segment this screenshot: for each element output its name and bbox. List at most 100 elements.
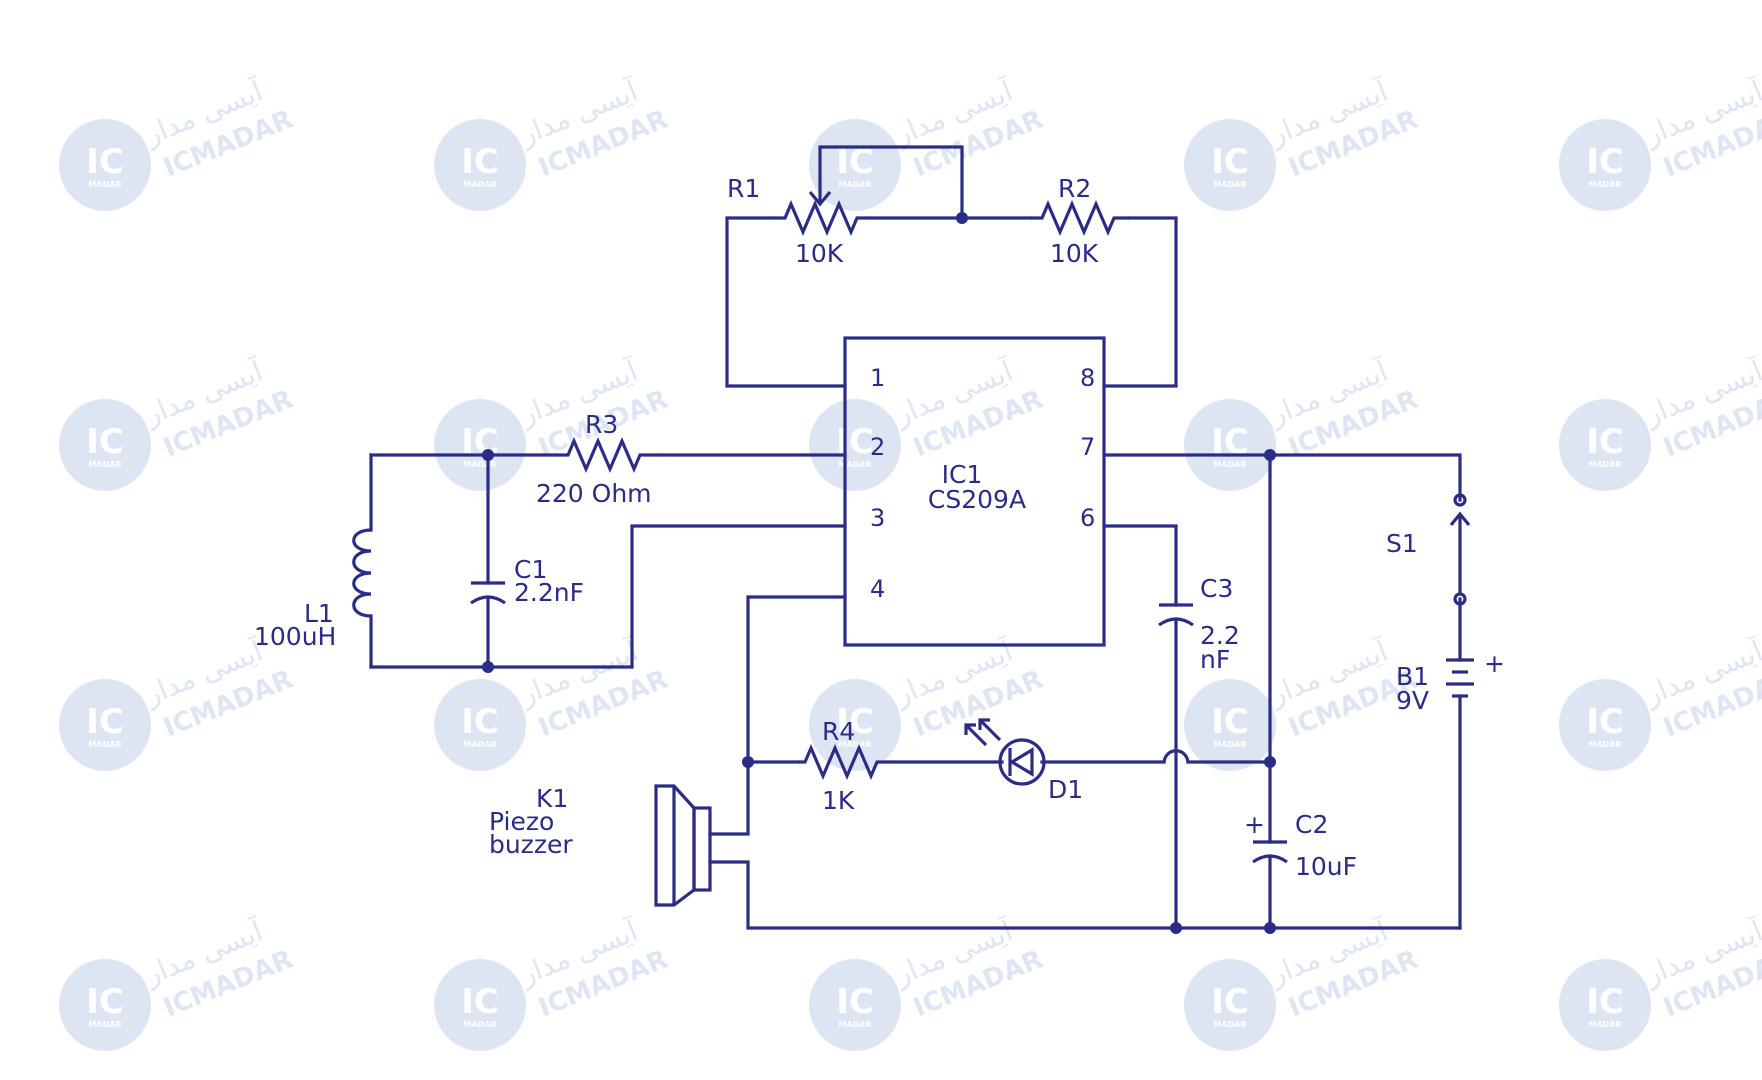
watermark-logo-sub: MADAR	[463, 180, 496, 189]
watermark-logo-sub: MADAR	[1213, 740, 1246, 749]
ic1-pin-8: 8	[1080, 364, 1095, 392]
watermark-logo-icon	[809, 679, 901, 771]
watermark-logo-icon	[809, 399, 901, 491]
led-d1-ray-1	[978, 718, 1002, 742]
watermark-logo-sub: MADAR	[838, 1020, 871, 1029]
watermark-logo-icon	[1184, 679, 1276, 771]
resistor-r3: R3 220 Ohm	[536, 410, 660, 508]
watermark-logo-icon	[59, 679, 151, 771]
capacitor-c3-plate-bottom	[1158, 617, 1194, 627]
watermark-logo-icon	[59, 119, 151, 211]
wires	[369, 145, 1462, 930]
watermark-logo-icon	[434, 959, 526, 1051]
watermark-logo-sub: MADAR	[1588, 1020, 1621, 1029]
watermark-logo-text: IC	[1211, 982, 1249, 1022]
led-d1-ray-1-head	[978, 718, 990, 730]
r1-value-label: 10K	[795, 239, 844, 268]
battery-b1: + B1 9V	[1396, 649, 1505, 715]
watermark-logo-text: IC	[1586, 142, 1624, 182]
c1-ref-label: C1	[514, 555, 547, 584]
watermark-logo-sub: MADAR	[463, 1020, 496, 1029]
watermark-logo-sub: MADAR	[1213, 180, 1246, 189]
watermark-logo-text: IC	[86, 422, 124, 462]
watermark-logo-sub: MADAR	[463, 740, 496, 749]
watermark-logo-icon	[434, 119, 526, 211]
resistor-r2-zigzag	[1030, 199, 1130, 237]
watermark-logo-sub: MADAR	[1588, 180, 1621, 189]
r4-value-label: 1K	[822, 786, 855, 815]
watermark-logo-text: IC	[461, 702, 499, 742]
watermark-logo-icon	[434, 679, 526, 771]
wire-pin4-net	[708, 595, 847, 836]
junction-r1-r2	[956, 212, 968, 224]
watermark-logo-text: IC	[86, 702, 124, 742]
watermark-logo-sub: MADAR	[88, 180, 121, 189]
led-d1: D1	[964, 718, 1083, 804]
watermark-logo-text: IC	[461, 982, 499, 1022]
led-d1-ray-2-head	[964, 723, 976, 735]
watermark-logo-text: IC	[1211, 702, 1249, 742]
watermark-logo-text: IC	[1586, 982, 1624, 1022]
r3-ref-label: R3	[585, 410, 618, 439]
watermark-logo-icon	[1559, 679, 1651, 771]
watermark-logo-icon	[59, 399, 151, 491]
watermark-logo-text: IC	[836, 702, 874, 742]
b1-value-label: 9V	[1396, 686, 1429, 715]
junction-c2-ground	[1264, 922, 1276, 934]
buzzer-k1: K1 Piezo buzzer	[489, 784, 712, 907]
watermark-logo-icon	[1559, 399, 1651, 491]
wire-r2-to-pin8	[1102, 216, 1178, 388]
b1-ref-label: B1	[1396, 662, 1429, 691]
ic1-part-label: CS209A	[928, 485, 1026, 514]
watermark-logo-sub: MADAR	[1213, 1020, 1246, 1029]
wire-bottom-rail-to-pin3	[369, 524, 847, 669]
switch-s1-arrow	[1449, 511, 1471, 527]
watermark-logo-icon	[1184, 119, 1276, 211]
watermark-logo-sub: MADAR	[1588, 740, 1621, 749]
inductor-l1-coil	[352, 528, 372, 618]
capacitor-c1-plate-bottom	[470, 595, 506, 605]
watermark-logo-sub: MADAR	[1213, 460, 1246, 469]
watermark-logo-text: IC	[1586, 422, 1624, 462]
watermark-logo-sub: MADAR	[88, 740, 121, 749]
watermark-logo-text: IC	[461, 142, 499, 182]
watermark-logo-icon	[1559, 119, 1651, 211]
r3-value-label: 220 Ohm	[536, 479, 652, 508]
resistor-r4-zigzag	[798, 743, 895, 781]
ic1-pin-7: 7	[1080, 433, 1095, 461]
resistor-r2: R2 10K	[1030, 174, 1130, 268]
watermark-logo-sub: MADAR	[838, 460, 871, 469]
watermark-logo-text: IC	[836, 982, 874, 1022]
capacitor-c1: C1 2.2nF	[470, 555, 584, 607]
wire-pin6-to-c3	[1102, 524, 1178, 607]
ic1-pin-1: 1	[870, 364, 885, 392]
resistor-r1-wiper-arrow	[808, 190, 832, 207]
wire-r1-wiper-loop	[818, 145, 964, 220]
junction-c1-bottom	[482, 661, 494, 673]
ic1-pin-4: 4	[870, 575, 885, 603]
d1-ref-label: D1	[1048, 775, 1083, 804]
watermark-logo-sub: MADAR	[88, 1020, 121, 1029]
c3-value-line1: 2.2	[1200, 621, 1240, 650]
capacitor-c2: + C2 10uF	[1244, 810, 1357, 881]
watermark-logo-text: IC	[1211, 142, 1249, 182]
junction-d1-rail	[1264, 756, 1276, 768]
wire-pin7-to-s1	[1102, 453, 1462, 502]
wire-ground-rail	[708, 860, 1462, 930]
watermark-logo-sub: MADAR	[463, 460, 496, 469]
c2-ref-label: C2	[1295, 810, 1328, 839]
c2-value-label: 10uF	[1295, 852, 1357, 881]
watermark-logo-text: IC	[86, 142, 124, 182]
switch-s1-contact-top	[1453, 493, 1467, 507]
watermark-logo-text: IC	[1586, 702, 1624, 742]
switch-s1: S1	[1386, 493, 1471, 606]
